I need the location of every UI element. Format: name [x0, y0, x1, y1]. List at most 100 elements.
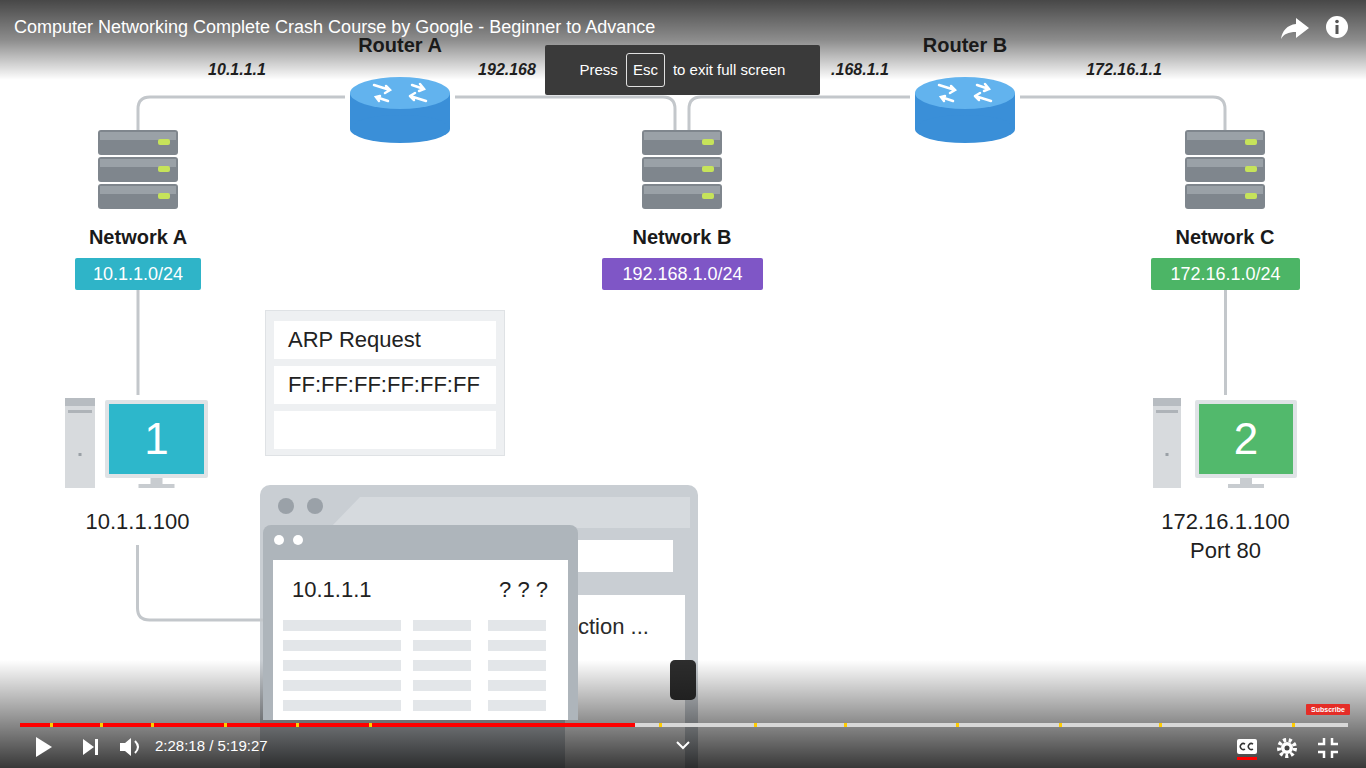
- info-icon: [1336, 25, 1339, 34]
- arp-row: ARP Request: [274, 321, 496, 359]
- subnet-badge: 192.168.1.0/24: [602, 258, 763, 290]
- key-label: Esc: [633, 61, 658, 79]
- exit-fullscreen-icon: [1332, 752, 1338, 758]
- network-server: Network B: [617, 130, 747, 252]
- computer-number: 1: [105, 400, 208, 478]
- progress-bar: [224, 723, 227, 727]
- subnet-label: 10.1.1.0/24: [93, 263, 183, 285]
- server-icon: [1165, 130, 1285, 212]
- progress-bar: [50, 723, 53, 727]
- progress-bar: [1159, 723, 1162, 727]
- ip-address: 10.1.1.100: [63, 507, 213, 536]
- hint-text: Press: [580, 61, 618, 79]
- progress-bar: [754, 723, 757, 727]
- progress-bar: [659, 723, 662, 727]
- time-display: 2:28:18 / 5:19:27: [155, 737, 268, 755]
- top-shade: [0, 0, 1366, 80]
- arp-field: FF:FF:FF:FF:FF:FF: [288, 372, 480, 398]
- captions-icon: [1237, 757, 1257, 760]
- ip-address: 172.16.1.100 Port 80: [1151, 507, 1301, 565]
- server-icon: [622, 130, 742, 212]
- progress-bar: [296, 723, 299, 727]
- network-link: [1020, 97, 1225, 130]
- arp-row: FF:FF:FF:FF:FF:FF: [274, 366, 496, 404]
- network-link: [138, 545, 264, 620]
- tower-icon: [1153, 398, 1181, 488]
- next-icon: [83, 739, 94, 755]
- router-node: Router B: [910, 32, 1020, 145]
- progress-bar: [20, 723, 1348, 727]
- router-node: Router A: [345, 32, 455, 145]
- fullscreen-hint: Press to exit full screen Esc: [545, 45, 820, 95]
- progress-bar: [956, 723, 959, 727]
- subscribe-badge: Subscribe: [1306, 704, 1350, 715]
- computer-node: 1 10.1.1.100: [60, 395, 215, 545]
- computer-number: 2: [1195, 400, 1297, 478]
- arp-request-box: ARP RequestFF:FF:FF:FF:FF:FF: [265, 310, 505, 456]
- network-name: Network A: [73, 224, 203, 250]
- partial-text: ction ...: [578, 614, 649, 640]
- browser-window-illustration: [278, 498, 294, 514]
- progress-bar: [1292, 723, 1295, 727]
- computer-node: 2 172.16.1.100 Port 80: [1148, 395, 1303, 570]
- network-link: [1224, 290, 1227, 395]
- server-icon: [78, 130, 198, 212]
- subnet-label: 172.16.1.0/24: [1170, 263, 1280, 285]
- hint-text: to exit full screen: [673, 61, 786, 79]
- next-icon: [83, 739, 98, 755]
- settings-icon: [1279, 740, 1295, 756]
- key-cap: Esc: [626, 53, 665, 87]
- volume-icon: [120, 738, 138, 756]
- browser-window-illustration: [307, 498, 323, 514]
- router-icon: [350, 77, 450, 145]
- network-name: Network C: [1160, 224, 1290, 250]
- network-server: Network A: [73, 130, 203, 252]
- arp-table-cell: ? ? ?: [499, 577, 548, 603]
- exit-fullscreen-icon: [1318, 738, 1324, 744]
- link-address: .168.1.1: [831, 60, 889, 80]
- network-link: [455, 97, 675, 130]
- chevron-icon: [677, 742, 689, 748]
- router-icon: [915, 77, 1015, 145]
- progress-bar: [151, 723, 154, 727]
- progress-bar: [20, 723, 1348, 727]
- exit-fullscreen-icon: [1318, 752, 1324, 758]
- subscribe-label: Subscribe: [1311, 705, 1345, 714]
- progress-bar: [20, 723, 635, 727]
- link-address: 172.16.1.1: [1086, 60, 1162, 80]
- share-icon: [1281, 18, 1309, 39]
- link-address: 192.168: [478, 60, 536, 80]
- progress-bar: [369, 723, 372, 727]
- captions-icon: [1237, 739, 1257, 754]
- progress-bar: [100, 723, 103, 727]
- network-server: Network C: [1160, 130, 1290, 252]
- volume-icon: [120, 738, 131, 756]
- exit-fullscreen-icon: [1318, 738, 1338, 758]
- next-icon: [95, 739, 98, 755]
- bottom-shade: [0, 660, 1366, 768]
- captions-icon: [1240, 744, 1253, 750]
- link-address: 10.1.1.1: [208, 60, 266, 80]
- settings-icon: [1279, 740, 1295, 756]
- table-rows: [263, 525, 578, 720]
- subnet-badge: 10.1.1.0/24: [75, 258, 201, 290]
- play-icon: [36, 737, 52, 757]
- info-icon: [1335, 20, 1339, 24]
- captions-icon: [1237, 739, 1257, 760]
- settings-icon: [1281, 742, 1293, 754]
- tower-icon: [65, 398, 95, 488]
- info-icon: [1326, 16, 1348, 38]
- info-icon: [1326, 16, 1348, 38]
- video-title: Computer Networking Complete Crash Cours…: [14, 16, 655, 38]
- exit-fullscreen-icon: [1332, 738, 1338, 744]
- network-name: Network B: [617, 224, 747, 250]
- subnet-badge: 172.16.1.0/24: [1151, 258, 1300, 290]
- progress-bar: [844, 723, 847, 727]
- arp-row: [274, 411, 496, 449]
- network-link: [137, 290, 140, 395]
- arp-table-window: 10.1.1.1? ? ?: [263, 525, 578, 720]
- browser-window-illustration: [330, 497, 690, 528]
- progress-bar: [1059, 723, 1062, 727]
